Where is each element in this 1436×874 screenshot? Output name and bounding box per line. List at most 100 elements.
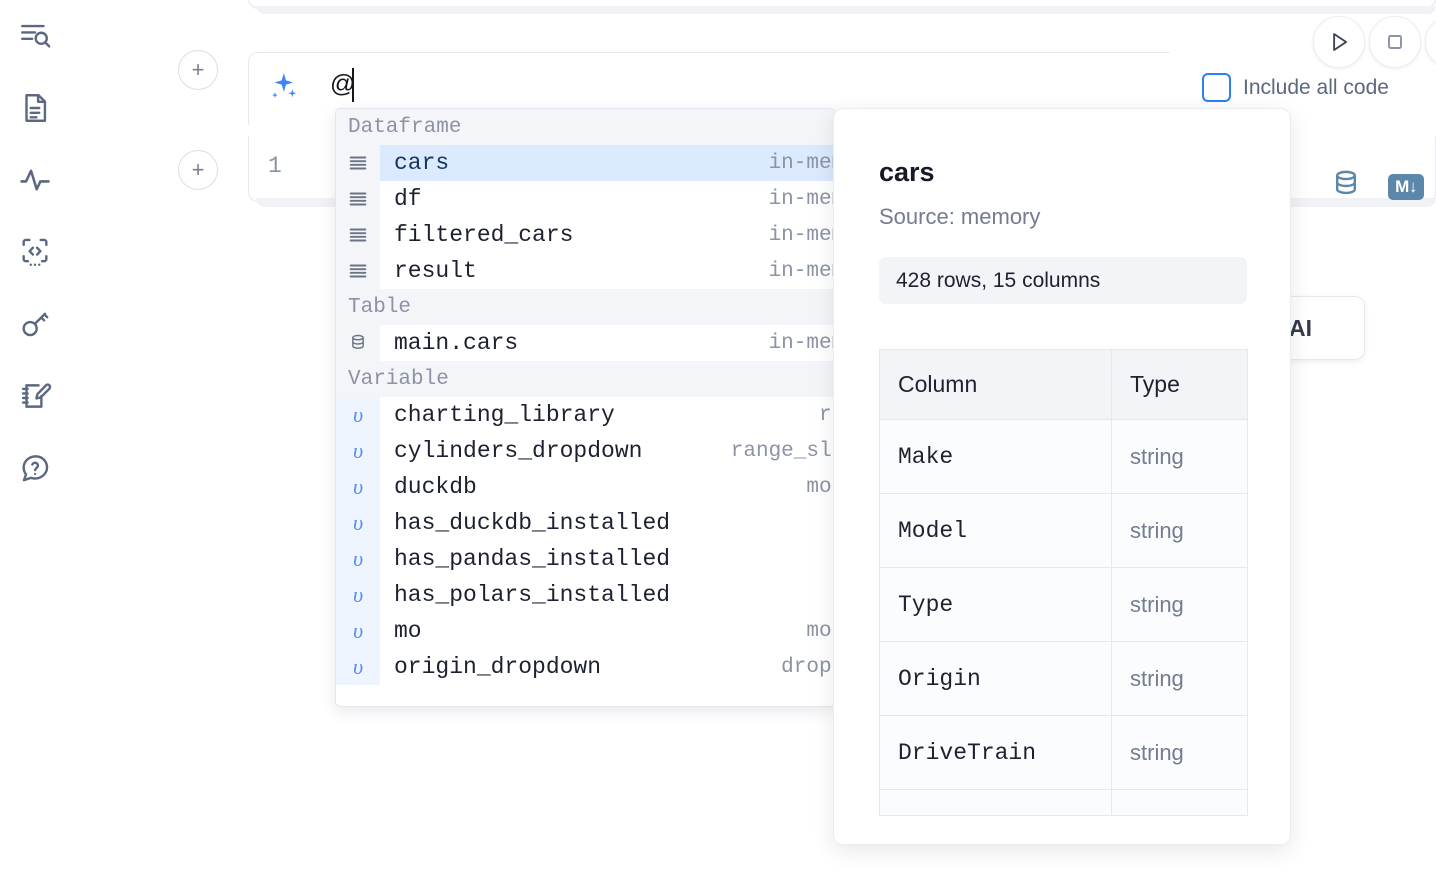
schema-table: Column Type MakestringModelstringTypestr… (879, 349, 1248, 816)
schema-table-row: Modelstring (880, 494, 1248, 568)
autocomplete-item-body: has_duckdb_installed bool (380, 505, 835, 541)
autocomplete-item-name: has_duckdb_installed (394, 510, 670, 536)
autocomplete-item-body: charting_libraryradio (380, 397, 835, 433)
schema-table-header-row: Column Type (880, 350, 1248, 420)
schema-column-type: string (1112, 716, 1248, 790)
autocomplete-list: Dataframecarsin-memorydfin-memoryfiltere… (336, 109, 835, 685)
autocomplete-item-body: duckdbmodule (380, 469, 835, 505)
autocomplete-item-type: bool (812, 512, 835, 535)
text-caret (352, 68, 354, 102)
dataframe-icon (336, 145, 380, 181)
autocomplete-item-body: main.carsin-memory (380, 325, 835, 361)
schema-column-type: string (1112, 494, 1248, 568)
autocomplete-item[interactable]: υ has_duckdb_installed bool (336, 505, 835, 541)
autocomplete-item-name: origin_dropdown (394, 654, 601, 680)
schema-column-type: string (1112, 642, 1248, 716)
variable-icon: υ (336, 541, 380, 577)
plus-glyph: + (192, 59, 205, 81)
autocomplete-item[interactable]: υhas_polars_installedbool (336, 577, 835, 613)
dataframe-icon (336, 181, 380, 217)
autocomplete-item-name: mo (394, 618, 422, 644)
autocomplete-item-type: bool (812, 584, 835, 607)
autocomplete-item-body: origin_dropdowndropdown (380, 649, 835, 685)
autocomplete-item-type: module (786, 620, 835, 643)
key-icon[interactable] (13, 302, 57, 346)
schema-column-name: DriveTrain (880, 716, 1112, 790)
overflow-button[interactable] (1425, 16, 1436, 68)
autocomplete-item[interactable]: υduckdbmodule (336, 469, 835, 505)
autocomplete-item[interactable]: filtered_carsin-memory (336, 217, 835, 253)
autocomplete-item-body: mo module (380, 613, 835, 649)
autocomplete-item[interactable]: main.carsin-memory (336, 325, 835, 361)
activity-icon[interactable] (13, 158, 57, 202)
add-cell-button-bottom[interactable]: + (178, 150, 218, 190)
include-all-code-checkbox[interactable] (1202, 73, 1231, 102)
scratchpad-icon[interactable] (13, 374, 57, 418)
dataframe-icon (336, 217, 380, 253)
schema-table-row: DriveTrainstring (880, 716, 1248, 790)
database-icon (336, 325, 380, 361)
panel-title: cars (879, 157, 935, 188)
autocomplete-item-name: df (394, 186, 422, 212)
autocomplete-item-type: in-memory (749, 152, 835, 175)
cell-toolbar-icons: M↓ (1330, 168, 1424, 205)
autocomplete-item-type: in-memory (749, 188, 835, 211)
code-snippets-icon[interactable] (13, 230, 57, 274)
autocomplete-item[interactable]: df in-memory (336, 181, 835, 217)
variable-icon: υ (336, 397, 380, 433)
autocomplete-item-name: cylinders_dropdown (394, 438, 642, 464)
left-icon-rail (0, 0, 70, 874)
autocomplete-item-body: has_pandas_installedbool (380, 541, 835, 577)
mention-autocomplete-dropdown[interactable]: Dataframecarsin-memorydfin-memoryfiltere… (335, 108, 835, 707)
variable-icon: υ (336, 433, 380, 469)
autocomplete-item-body: cars in-memory (380, 145, 835, 181)
stop-button[interactable] (1369, 16, 1421, 68)
autocomplete-item-name: cars (394, 150, 449, 176)
variable-icon: υ (336, 649, 380, 685)
markdown-icon[interactable]: M↓ (1388, 174, 1424, 200)
schema-column-type: string (1112, 420, 1248, 494)
autocomplete-item-body: df in-memory (380, 181, 835, 217)
autocomplete-item[interactable]: υorigin_dropdowndropdown (336, 649, 835, 685)
schema-table-row: Typestring (880, 568, 1248, 642)
autocomplete-item-name: has_pandas_installed (394, 546, 670, 572)
autocomplete-item-type: in-memory (749, 332, 835, 355)
sparkles-icon (266, 70, 300, 104)
panel-row-column-count: 428 rows, 15 columns (879, 257, 1247, 304)
schema-table-row: Makestring (880, 420, 1248, 494)
dataframe-icon (336, 253, 380, 289)
include-all-code-label: Include all code (1243, 76, 1389, 100)
autocomplete-item-type: module (786, 476, 835, 499)
autocomplete-item-type: in-memory (749, 260, 835, 283)
autocomplete-group-header: Table (336, 289, 835, 325)
help-icon[interactable] (13, 446, 57, 490)
document-icon[interactable] (13, 86, 57, 130)
autocomplete-item-name: charting_library (394, 402, 615, 428)
autocomplete-item-body: cylinders_dropdown range_slider (380, 433, 835, 469)
database-icon[interactable] (1330, 168, 1362, 205)
autocomplete-item-body: has_polars_installed bool (380, 577, 835, 613)
autocomplete-item[interactable]: υ cylinders_dropdown range_slider (336, 433, 835, 469)
schema-column-name: Make (880, 420, 1112, 494)
schema-header-type: Type (1112, 350, 1248, 420)
markdown-letter: M (1395, 177, 1409, 197)
dataframe-preview-panel: cars Source: memory 428 rows, 15 columns… (833, 108, 1291, 845)
autocomplete-item[interactable]: υhas_pandas_installedbool (336, 541, 835, 577)
add-cell-button-top[interactable]: + (178, 50, 218, 90)
autocomplete-item-name: filtered_cars (394, 222, 573, 248)
autocomplete-item-type: range_slider (711, 440, 835, 463)
autocomplete-item[interactable]: υcharting_libraryradio (336, 397, 835, 433)
schema-column-name: Model (880, 494, 1112, 568)
include-all-code-row[interactable]: Include all code (1202, 73, 1389, 102)
variable-icon: υ (336, 469, 380, 505)
schema-header-column: Column (880, 350, 1112, 420)
run-button[interactable] (1313, 16, 1365, 68)
explore-search-icon[interactable] (13, 14, 57, 58)
autocomplete-item[interactable]: cars in-memory (336, 145, 835, 181)
autocomplete-item[interactable]: resultin-memory (336, 253, 835, 289)
variable-icon: υ (336, 505, 380, 541)
autocomplete-item-name: has_polars_installed (394, 582, 670, 608)
markdown-arrow: ↓ (1409, 177, 1417, 197)
autocomplete-item[interactable]: υmomodule (336, 613, 835, 649)
autocomplete-group-header: Variable (336, 361, 835, 397)
